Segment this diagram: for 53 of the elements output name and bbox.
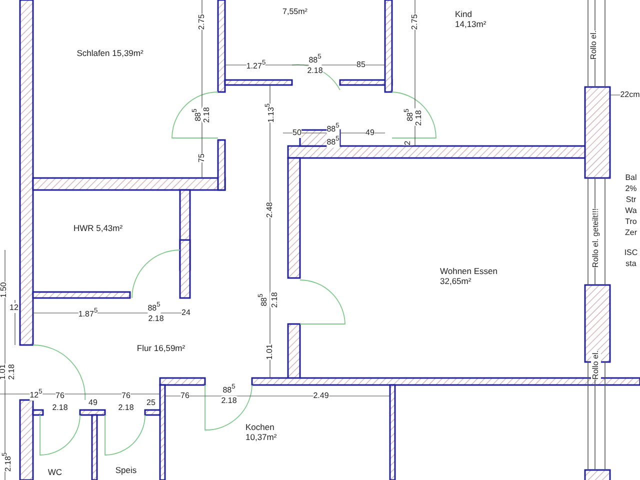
dimension-label: 49 (366, 128, 374, 138)
dimension-label: 2.18 (148, 314, 164, 324)
dimension-label: 1.01 (265, 344, 275, 360)
note-text: Tro (625, 217, 637, 227)
dimension-label: 22cm (620, 90, 640, 100)
dimension-label: 88$^{5}$ (148, 300, 160, 314)
dimension-label: 12 (10, 303, 18, 313)
dimension-label: 2.18 (7, 364, 17, 380)
dimension-label: 2.18 (52, 403, 68, 413)
dimension-label: 2.49 (313, 391, 329, 401)
dimension-label: 50 (292, 128, 302, 138)
dimension-label: 2.18 (307, 66, 323, 76)
note-text: sta (626, 259, 636, 269)
dimension-label: 2 (403, 140, 413, 146)
note-text: 2% (625, 184, 637, 194)
dimension-label: 88$^{5}$ (326, 122, 340, 134)
note-text: Bal (625, 173, 637, 183)
dimension-label: 2.18 (414, 110, 424, 126)
dimension-label: 1.27$^{5}$ (246, 58, 266, 72)
dimension-label: 12$^{5}$ (30, 388, 42, 400)
note-text: Str (626, 195, 636, 205)
dimension-label: 76 (180, 391, 190, 401)
dimension-label: 2.18 (202, 107, 212, 123)
dimension-label: 2.48 (265, 202, 275, 218)
dimension-label: 88$^{5}$ (326, 134, 340, 148)
dimension-label: 7,55m² (282, 7, 308, 17)
dimension-label: 2.75 (410, 14, 420, 30)
dimension-label: 2.18 (221, 396, 237, 406)
dimension-label: 76 (56, 391, 64, 401)
window-label: Rollo el. geteilt!!! (591, 208, 601, 268)
dimension-label: 76 (122, 391, 130, 401)
dimension-label: 2.18 (118, 403, 134, 413)
note-text: Wa (625, 206, 637, 216)
room-label: HWR 5,43m² (73, 223, 123, 233)
dimension-label: 49 (88, 398, 98, 408)
dimension-label: 85 (356, 60, 366, 70)
dimension-label: 88$^{5}$ (308, 52, 322, 66)
note-text: Zer (625, 228, 637, 238)
note-text: ISC (624, 248, 638, 258)
dimension-label: 1.50 (0, 282, 9, 298)
dimension-label: 75 (197, 154, 207, 162)
dimension-label: 2.75 (197, 14, 207, 30)
window-label: Rollo el. (591, 350, 601, 380)
dimension-label: 1.87$^{5}$ (78, 306, 98, 320)
dimension-label: 88$^{5}$ (222, 382, 236, 396)
room-label: WC (48, 467, 62, 477)
room-label: Flur 16,59m² (136, 343, 186, 353)
window-label: Rollo el. (589, 30, 599, 60)
dimension-label: 25 (146, 398, 156, 408)
dimension-label: 24 (182, 308, 190, 318)
dimension-label: 2.18 (270, 292, 280, 308)
room-label: Schlafen 15,39m² (76, 48, 144, 58)
room-label: Speis (115, 465, 137, 475)
